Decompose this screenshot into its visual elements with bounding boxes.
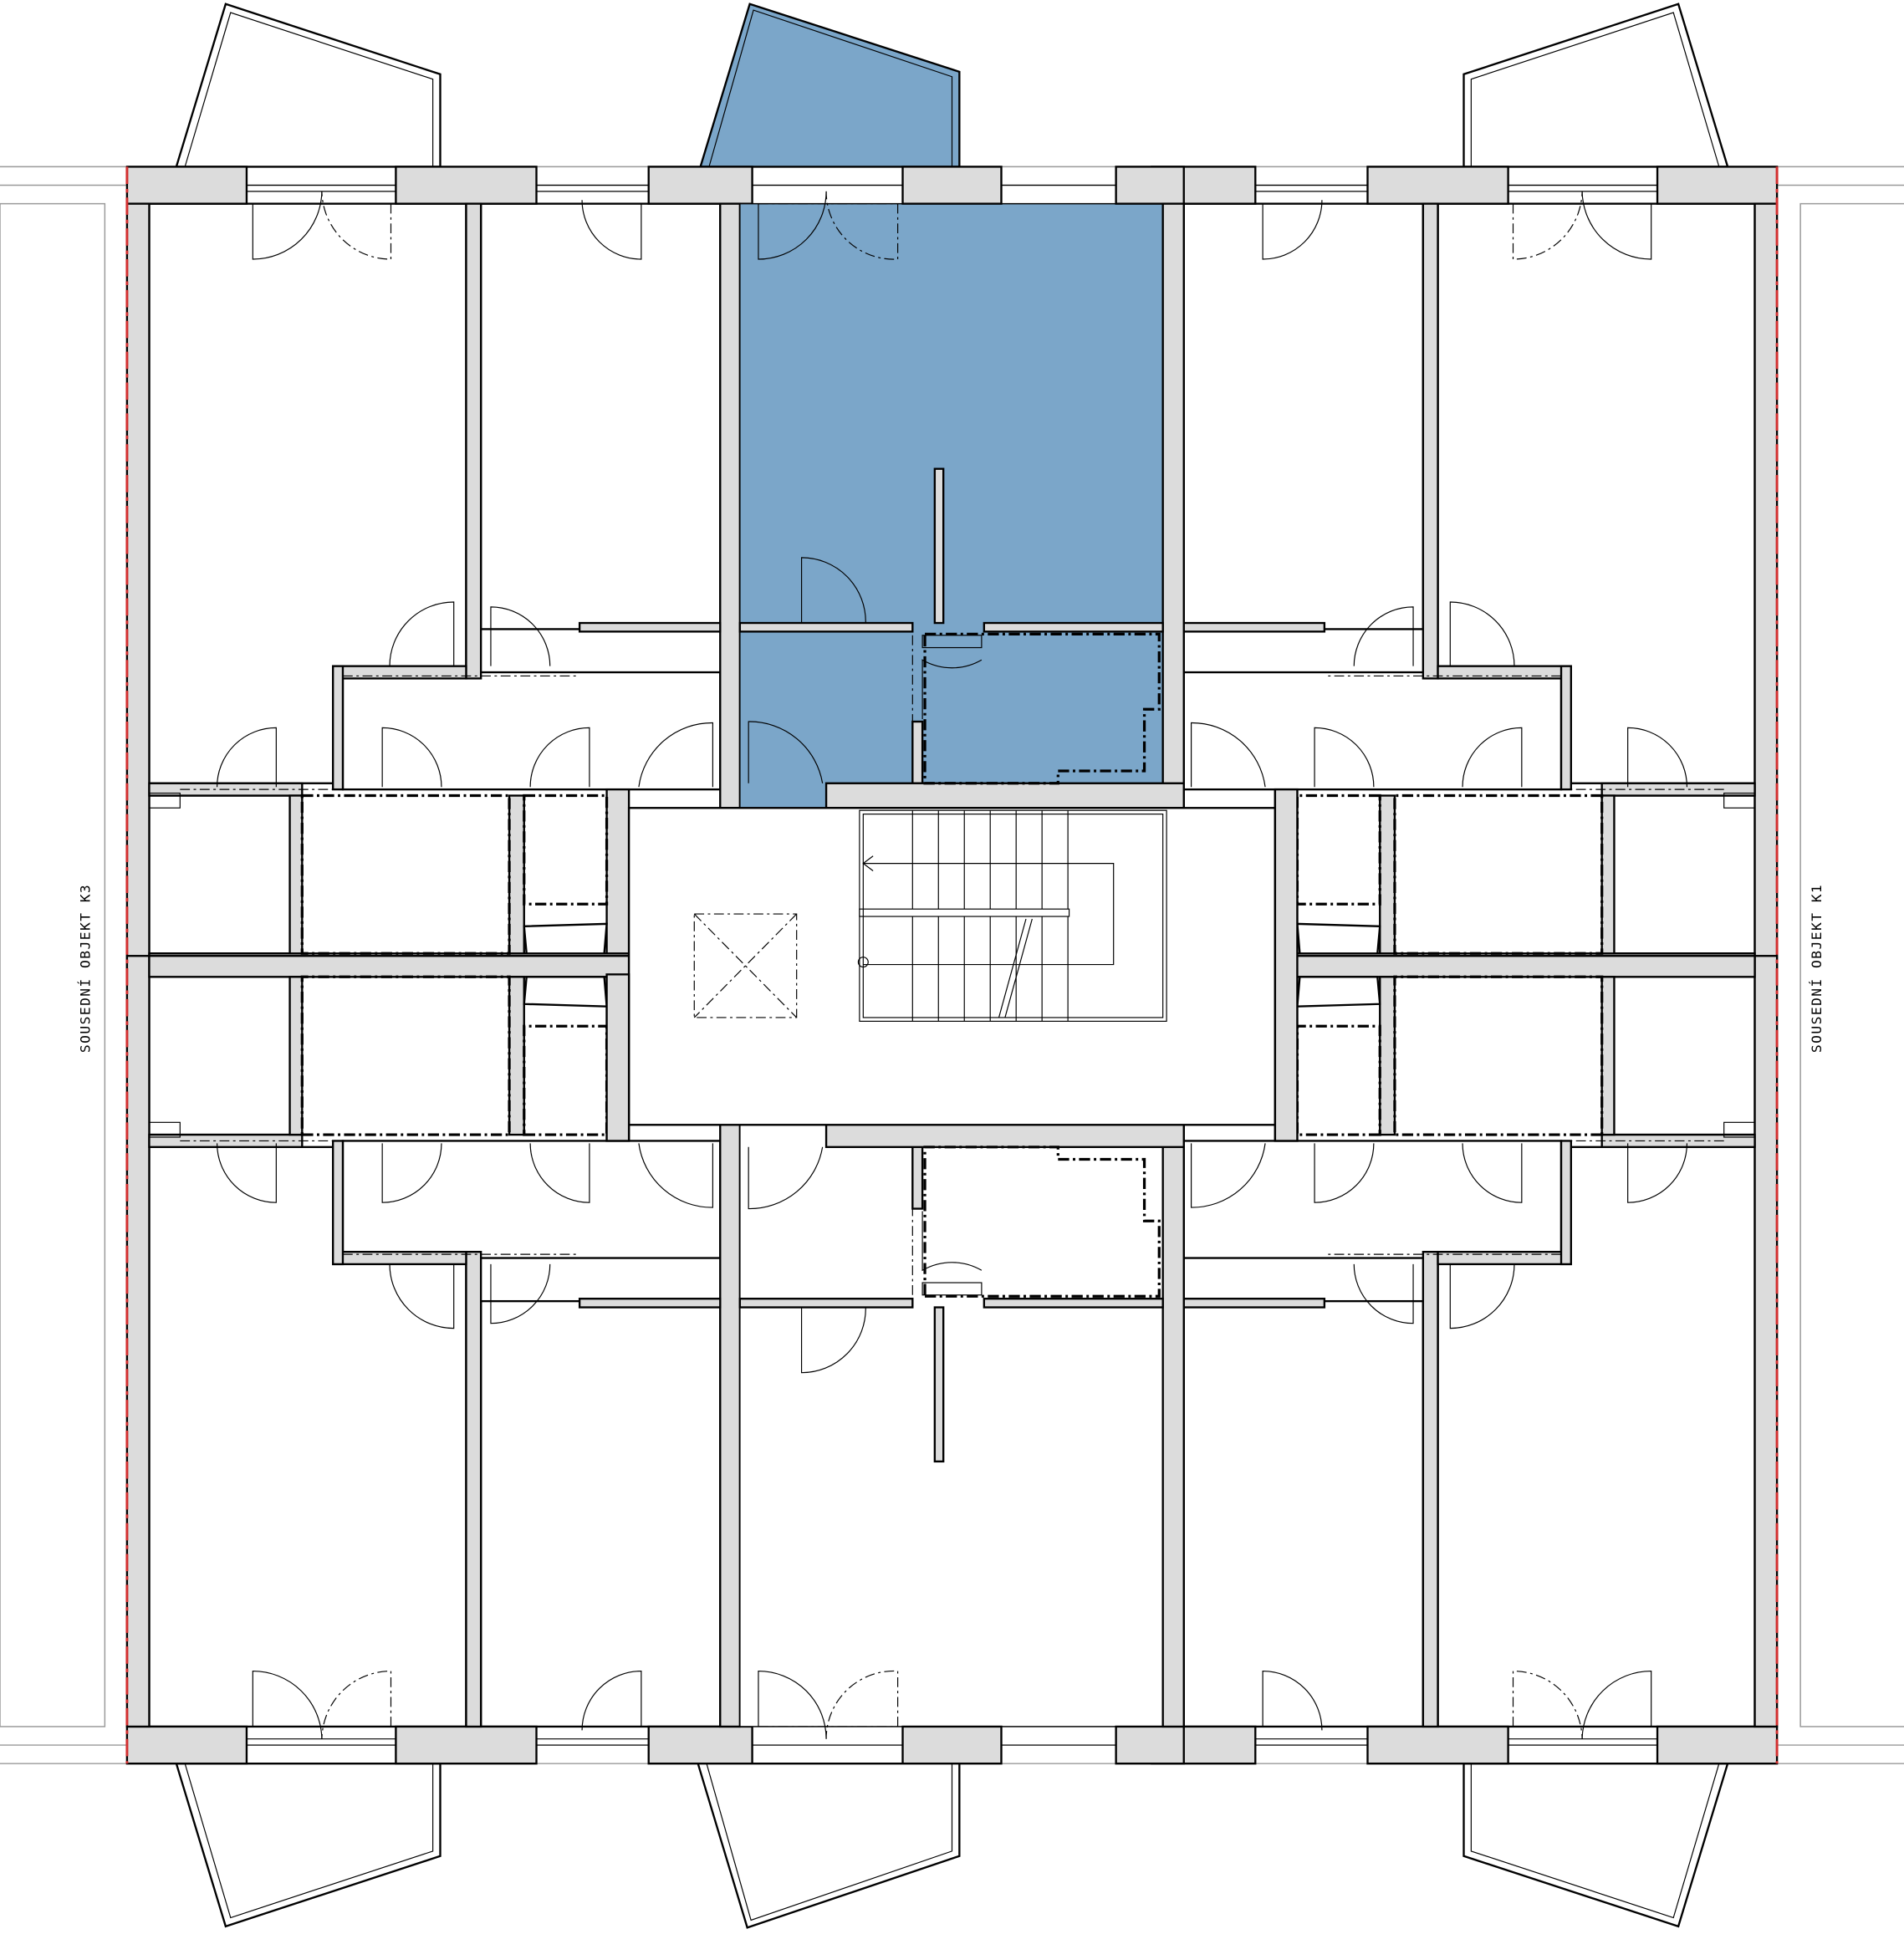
- highlighted-balcony[interactable]: [699, 3, 961, 168]
- elevator-shaft: [693, 913, 798, 1018]
- stair-core: [605, 788, 1299, 1142]
- unit-bottom-center[interactable]: [697, 1120, 1186, 1929]
- neighbor-building-k3: [0, 202, 106, 1727]
- neighbor-label-k1: SOUSEDNÍ OBJEKT K1: [1809, 884, 1825, 1053]
- staircase[interactable]: [857, 809, 1167, 1022]
- highlighted-unit[interactable]: [738, 165, 1186, 809]
- neighbor-building-k1: [1799, 202, 1904, 1727]
- neighbor-label-k3: SOUSEDNÍ OBJEKT K3: [78, 884, 94, 1053]
